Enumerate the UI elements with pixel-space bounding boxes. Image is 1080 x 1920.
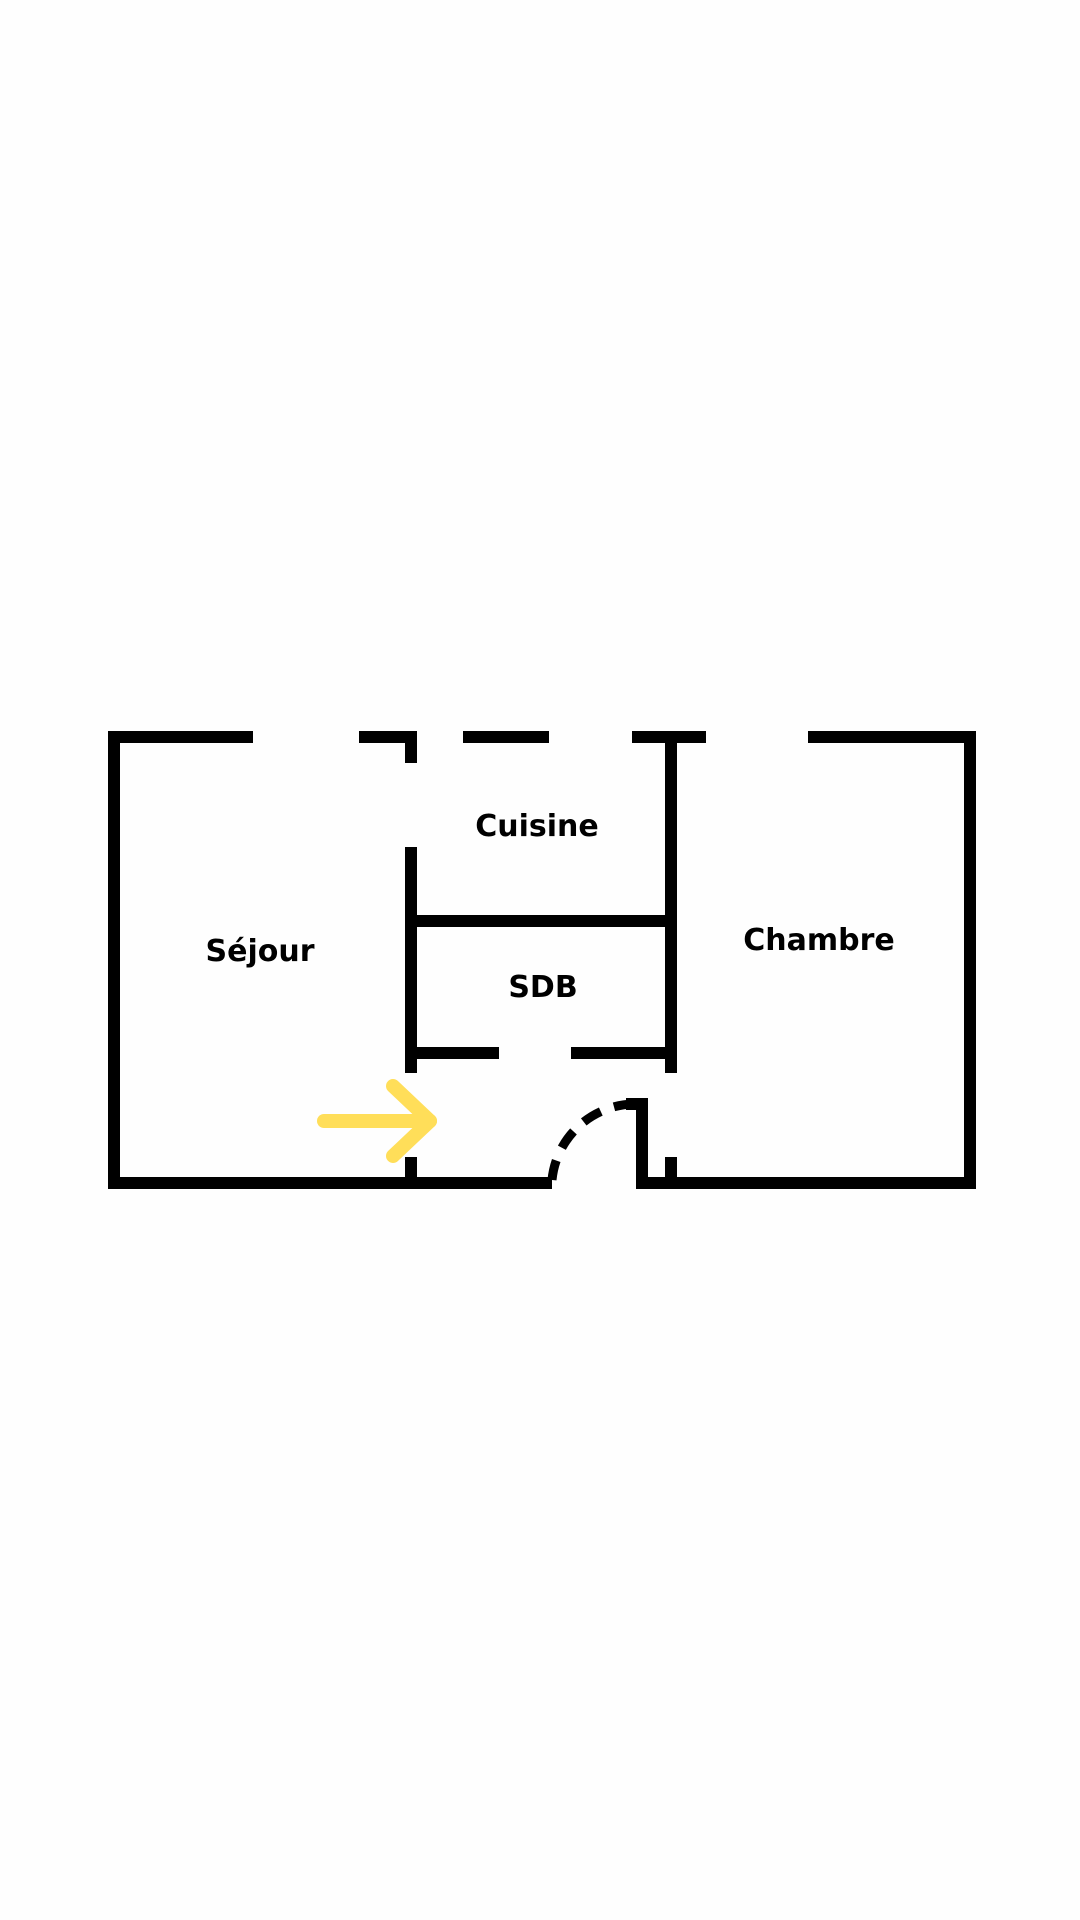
walls	[108, 731, 976, 1189]
wall-top-2	[359, 731, 417, 743]
wall-right	[964, 731, 976, 1189]
wall-left	[108, 731, 120, 1189]
room-label-cuisine: Cuisine	[475, 809, 599, 844]
wall-cuisine-sdb	[417, 915, 665, 927]
wall-inner-left-bottom-stub	[405, 1157, 417, 1179]
wall-inner-left-top-stub	[405, 731, 417, 763]
arrow-right-icon	[317, 1079, 437, 1163]
wall-sdb-bottom-right	[571, 1047, 665, 1059]
room-label-sejour: Séjour	[206, 934, 315, 969]
door-jamb	[636, 1098, 648, 1180]
wall-top-3	[463, 731, 549, 743]
wall-bottom-left	[108, 1177, 552, 1189]
room-label-sdb: SDB	[508, 970, 577, 1005]
wall-top-right	[808, 731, 976, 743]
door-swing-icon	[547, 1099, 637, 1181]
wall-inner-left	[405, 847, 417, 1073]
wall-bottom-right	[636, 1177, 976, 1189]
wall-top-left	[108, 731, 253, 743]
room-label-chambre: Chambre	[743, 923, 895, 958]
wall-sdb-bottom-left	[417, 1047, 499, 1059]
wall-inner-right	[665, 731, 677, 1073]
wall-inner-right-bottom-stub	[665, 1157, 677, 1179]
